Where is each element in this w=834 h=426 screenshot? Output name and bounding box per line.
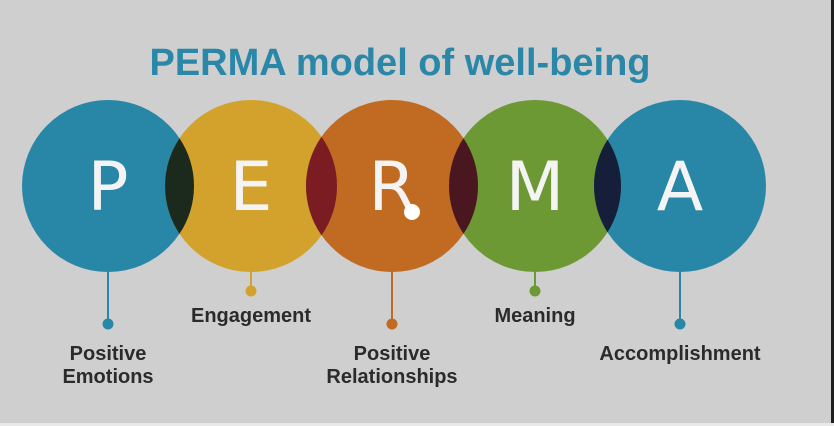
connector-dot-p <box>102 318 114 330</box>
letter-e: E <box>230 148 273 227</box>
circles-group <box>22 100 766 272</box>
label-r-line-1: Positive <box>354 343 431 365</box>
label-p-line-1: Positive <box>70 343 147 365</box>
connectors-group <box>102 272 686 330</box>
label-m: Meaning <box>494 305 575 327</box>
connector-dot-a <box>674 318 686 330</box>
cursor-dot <box>404 204 420 220</box>
overlap-1 <box>165 138 194 234</box>
overlap-3 <box>449 138 478 234</box>
connector-dot-e <box>245 285 257 297</box>
label-r-line-2: Relationships <box>326 366 457 388</box>
letter-p: P <box>87 148 128 227</box>
overlap-2 <box>306 136 337 236</box>
bottom-edge <box>0 423 834 426</box>
label-p-line-2: Emotions <box>62 366 153 388</box>
overlap-4 <box>594 139 621 233</box>
connector-dot-m <box>529 285 541 297</box>
letter-m: M <box>506 148 565 227</box>
labels-group: PositiveEmotionsEngagementPositiveRelati… <box>62 305 760 388</box>
circle-p <box>22 100 194 272</box>
circle-r <box>306 100 478 272</box>
circle-m <box>449 100 621 272</box>
label-a: Accomplishment <box>599 343 760 365</box>
circle-e <box>165 100 337 272</box>
connector-dot-r <box>386 318 398 330</box>
overlaps-group <box>165 136 621 236</box>
label-e: Engagement <box>191 305 311 327</box>
diagram-title: PERMA model of well-being <box>149 42 650 84</box>
letter-a: A <box>657 148 704 227</box>
right-edge-shadow <box>831 0 834 426</box>
circle-a <box>594 100 766 272</box>
